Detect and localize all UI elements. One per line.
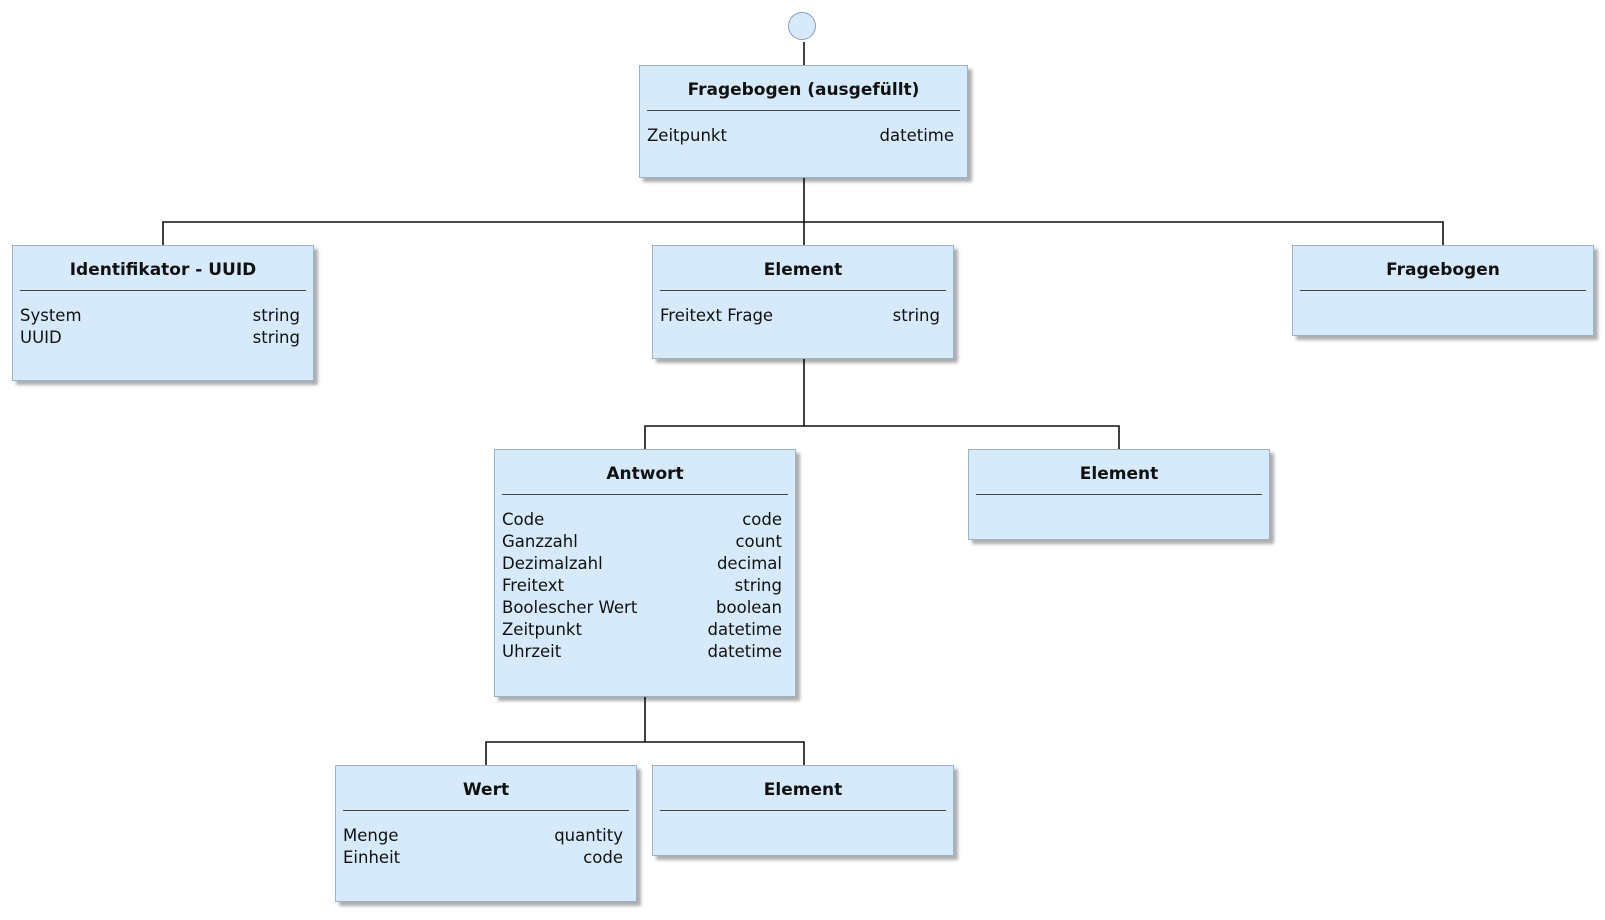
attribute-type: quantity [554,826,623,845]
attribute-row: Ganzzahl count [502,531,782,553]
attribute-row: UUID string [20,327,300,349]
attribute-name: Freitext Frage [660,306,774,325]
attribute-row: Code code [502,509,782,531]
attribute-row: Boolescher Wert boolean [502,597,782,619]
box-title: Element [763,780,843,800]
attribute-type: datetime [879,126,954,145]
attribute-row: Einheit code [343,847,623,869]
attribute-type: datetime [707,620,782,639]
attribute-row: Menge quantity [343,825,623,847]
box-title: Fragebogen (ausgefüllt) [687,80,920,100]
box-divider [502,494,788,495]
attribute-type: count [735,532,782,551]
attribute-row: System string [20,305,300,327]
attribute-name: Dezimalzahl [502,554,603,573]
box-element-freitext[interactable]: Element Freitext Frage string [652,245,954,359]
box-title: Antwort [606,464,684,484]
connector-element-children [644,425,1120,449]
attribute-name: Uhrzeit [502,642,562,661]
start-node [788,12,816,40]
attribute-type: string [252,306,300,325]
attribute-list: System string UUID string [13,291,313,349]
box-divider [647,110,960,111]
attribute-name: Boolescher Wert [502,598,638,617]
attribute-type: boolean [716,598,782,617]
attribute-name: Zeitpunkt [647,126,727,145]
box-divider [343,810,629,811]
box-identifikator-uuid[interactable]: Identifikator - UUID System string UUID … [12,245,314,381]
box-divider [660,810,946,811]
attribute-name: UUID [20,328,62,347]
attribute-type: string [734,576,782,595]
attribute-list: Zeitpunkt datetime [640,111,967,147]
attribute-name: System [20,306,82,325]
attribute-list: Code code Ganzzahl count Dezimalzahl dec… [495,495,795,663]
box-divider [1300,290,1586,291]
box-element-sub[interactable]: Element [968,449,1270,540]
attribute-row: Zeitpunkt datetime [502,619,782,641]
connector-root-children [162,221,1444,245]
attribute-type: string [252,328,300,347]
box-title: Wert [462,780,510,800]
attribute-list: Freitext Frage string [653,291,953,327]
attribute-type: code [583,848,623,867]
attribute-list: Menge quantity Einheit code [336,811,636,869]
attribute-name: Menge [343,826,399,845]
attribute-row: Zeitpunkt datetime [647,125,954,147]
attribute-row: Dezimalzahl decimal [502,553,782,575]
box-antwort[interactable]: Antwort Code code Ganzzahl count Dezimal… [494,449,796,697]
box-divider [660,290,946,291]
attribute-name: Einheit [343,848,401,867]
box-element-antwort[interactable]: Element [652,765,954,856]
connector-antwort-children [485,741,805,765]
attribute-name: Ganzzahl [502,532,578,551]
attribute-name: Code [502,510,545,529]
box-title: Fragebogen [1386,260,1500,280]
box-wert[interactable]: Wert Menge quantity Einheit code [335,765,637,902]
box-divider [20,290,306,291]
attribute-row: Uhrzeit datetime [502,641,782,663]
box-fragebogen[interactable]: Fragebogen [1292,245,1594,336]
attribute-row: Freitext string [502,575,782,597]
box-divider [976,494,1262,495]
box-title: Element [763,260,843,280]
attribute-type: string [892,306,940,325]
attribute-name: Zeitpunkt [502,620,582,639]
attribute-type: code [742,510,782,529]
box-title: Element [1079,464,1159,484]
attribute-type: decimal [716,554,782,573]
attribute-row: Freitext Frage string [660,305,940,327]
attribute-name: Freitext [502,576,565,595]
attribute-type: datetime [707,642,782,661]
box-title: Identifikator - UUID [69,260,257,280]
box-fragebogen-ausgefuellt[interactable]: Fragebogen (ausgefüllt) Zeitpunkt dateti… [639,65,968,178]
